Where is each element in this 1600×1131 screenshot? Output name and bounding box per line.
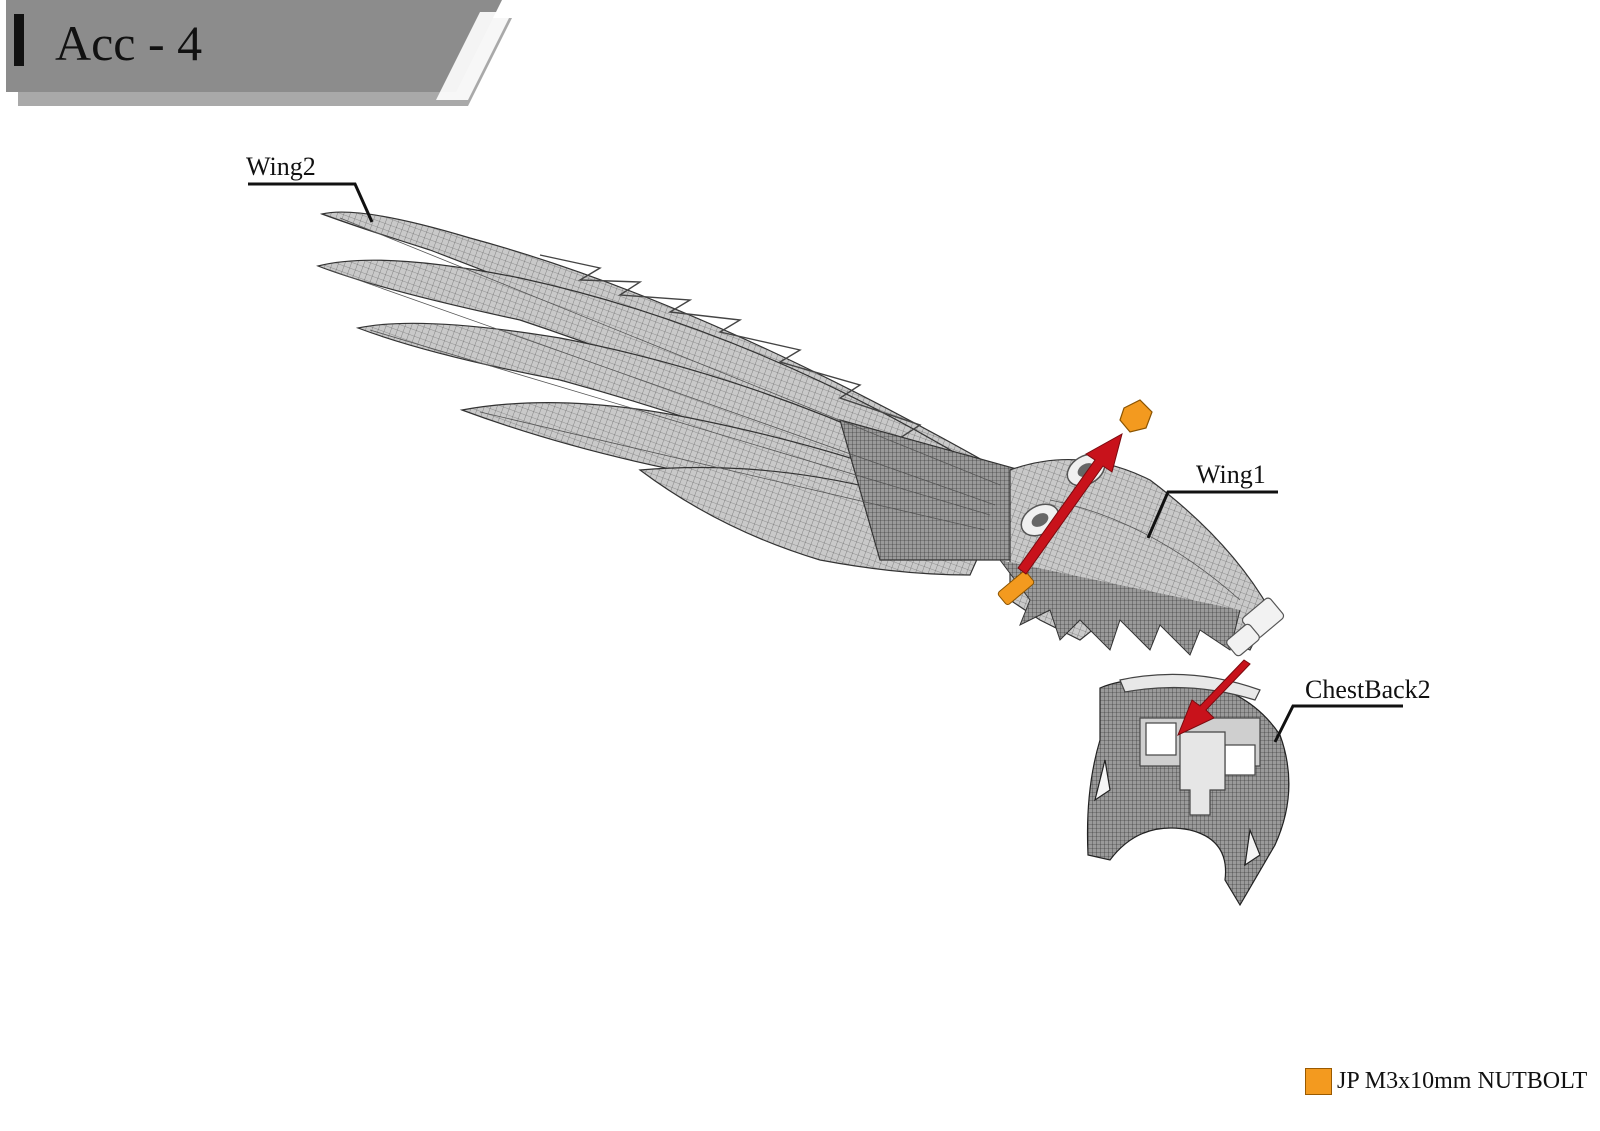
legend-label: JP M3x10mm NUTBOLT [1337,1068,1588,1094]
header-banner [6,0,512,106]
arrow-upper [1017,432,1123,575]
leader-wing1 [1146,490,1278,539]
part-label-wing2: Wing2 [246,152,316,181]
part-label-chestback2: ChestBack2 [1305,675,1431,704]
leader-chestback2 [1273,704,1403,743]
wing2-part [316,211,1021,576]
part-label-wing1: Wing1 [1196,460,1266,489]
arrow-lower [1177,659,1251,736]
page-title: Acc - 4 [55,15,203,71]
header-accent-bar [14,14,24,66]
legend: JP M3x10mm NUTBOLT [1305,1068,1587,1095]
assembly-arrows [1017,432,1251,736]
leader-wing2 [248,182,374,223]
leader-lines [248,182,1403,743]
nutbolt-shaft [997,571,1035,605]
chestback2-part [1086,673,1290,907]
nutbolt-nut [1119,399,1153,433]
nutbolt-swatch-icon [1305,1068,1332,1095]
wing1-part [999,459,1285,657]
